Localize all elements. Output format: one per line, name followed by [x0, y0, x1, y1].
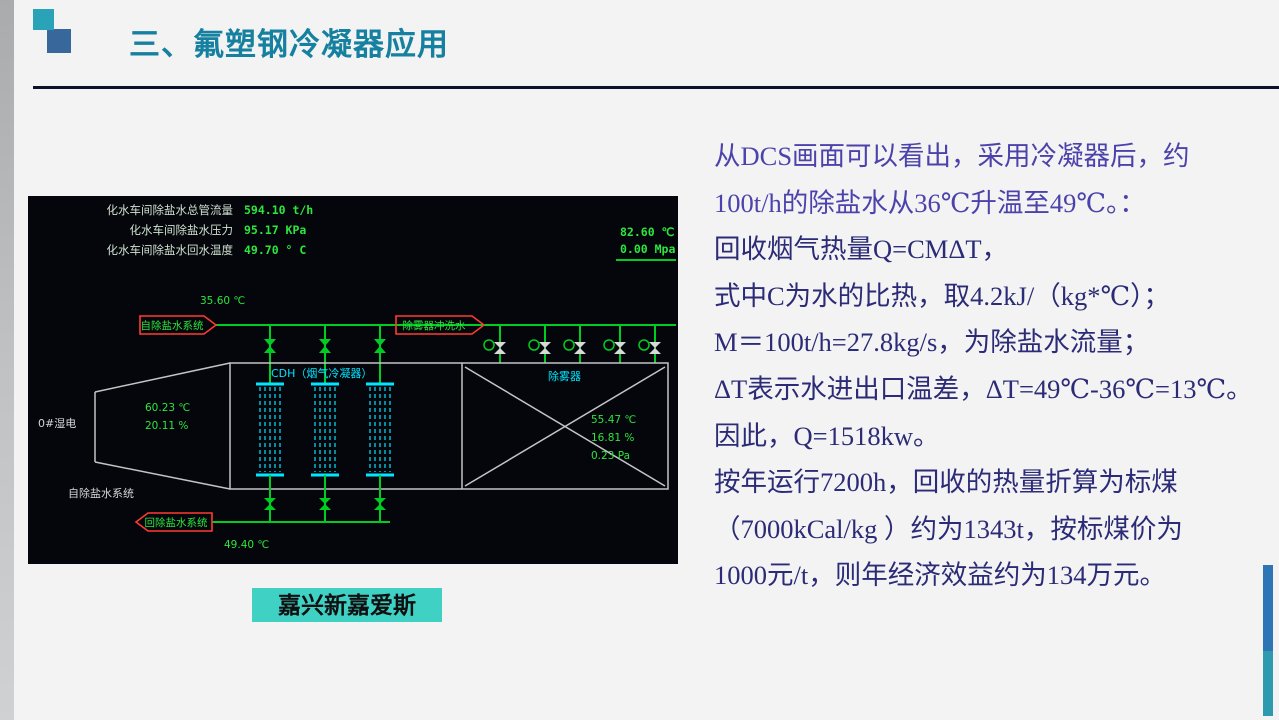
- dcs-top-readings: 化水车间除盐水总管流量 594.10 t/h 化水车间除盐水压力 95.17 K…: [107, 203, 314, 257]
- flow-label: 化水车间除盐水总管流量: [107, 203, 234, 217]
- valve-icon: [264, 498, 276, 510]
- inlet-temp: 35.60 ℃: [200, 295, 245, 307]
- return-arrow-box: [134, 512, 213, 532]
- pressure-value: 95.17 KPa: [244, 223, 306, 237]
- motor-icon: [483, 339, 495, 351]
- outlet-pressure: 0.00 Mpa: [620, 242, 675, 256]
- left-edge-strip: [0, 0, 14, 720]
- tube-bundles: [256, 382, 394, 477]
- right-edge-bar-teal: [1263, 651, 1273, 716]
- inlet-arrow-label: 自除盐水系统: [141, 319, 204, 332]
- dcs-screenshot: 化水车间除盐水总管流量 594.10 t/h 化水车间除盐水压力 95.17 K…: [28, 196, 678, 564]
- analysis-line: 因此，Q=1518kw。: [714, 420, 940, 451]
- return-arrow-label: 回除盐水系统: [145, 516, 208, 529]
- left-temp: 60.23 ℃: [145, 402, 190, 414]
- motor-icon: [528, 339, 540, 351]
- motor-icon: [638, 339, 650, 351]
- flush-arrow-box: [395, 315, 486, 335]
- header-divider: [33, 86, 1279, 89]
- valve-icon: [319, 339, 331, 353]
- left-humidity: 20.11 %: [145, 420, 188, 432]
- demister-flush-valves: [483, 325, 661, 363]
- return-temp-value: 49.70 ° C: [244, 243, 306, 257]
- flow-value: 594.10 t/h: [244, 203, 313, 217]
- flush-arrow-label: 除雾器冲洗水: [403, 319, 466, 332]
- analysis-line: 从DCS画面可以看出，采用冷凝器后，约: [714, 141, 1190, 171]
- condenser-label: CDH（烟气冷凝器）: [271, 366, 372, 380]
- valve-icon: [539, 342, 551, 354]
- motor-icon: [563, 339, 575, 351]
- valve-icon: [264, 339, 276, 353]
- analysis-line: ΔT表示水进出口温差，ΔT=49℃-36℃=13℃。: [714, 373, 1253, 404]
- analysis-line: 100t/h的除盐水从36℃升温至49℃。：: [714, 187, 1146, 218]
- analysis-line: 回收烟气热量Q=CMΔT，: [714, 234, 1009, 265]
- decor-square-teal: [33, 9, 54, 30]
- condenser-feed-valves: [264, 325, 386, 384]
- valve-icon: [374, 498, 386, 510]
- valve-icon: [574, 342, 586, 354]
- analysis-line: 1000元/t，则年经济效益约为134万元。: [714, 560, 1166, 591]
- motor-icon: [603, 339, 615, 351]
- analysis-line: 式中C为水的比热，取4.2kJ/（kg*℃）；: [714, 280, 1170, 311]
- demister-cross: [464, 366, 666, 487]
- analysis-text-block: 从DCS画面可以看出，采用冷凝器后，约 100t/h的除盐水从36℃升温至49℃…: [714, 133, 1266, 599]
- slide-title: 三、氟塑钢冷凝器应用: [129, 27, 449, 62]
- bottom-system-label: 自除盐水系统: [68, 486, 134, 500]
- valve-icon: [319, 498, 331, 510]
- right-humidity: 16.81 %: [591, 432, 634, 444]
- valve-icon: [494, 342, 506, 354]
- return-water-temp: 49.40 ℃: [224, 539, 269, 551]
- decor-square-blue: [47, 29, 71, 53]
- analysis-line: M＝100t/h=27.8kg/s，为除盐水流量；: [714, 327, 1150, 358]
- drain-valves: [212, 475, 390, 523]
- caption-badge: 嘉兴新嘉爱斯: [252, 588, 442, 622]
- return-temp-label: 化水车间除盐水回水温度: [107, 243, 234, 257]
- valve-icon: [374, 339, 386, 353]
- inlet-arrow-box: [139, 315, 218, 335]
- analysis-line: 按年运行7200h，回收的热量折算为标煤: [714, 467, 1178, 498]
- wet-esp-label: 0#湿电: [38, 417, 76, 430]
- vessel-outline: [94, 362, 669, 490]
- analysis-line: （7000kCal/kg ）约为1343t，按标煤价为: [714, 513, 1183, 544]
- valve-icon: [614, 342, 626, 354]
- outlet-temp: 82.60 ℃: [620, 225, 675, 239]
- dcs-outlet-readings: 82.60 ℃ 0.00 Mpa: [616, 225, 676, 261]
- right-pressure: 0.23 Pa: [591, 450, 630, 462]
- valve-icon: [649, 342, 661, 354]
- pressure-label: 化水车间除盐水压力: [130, 223, 234, 237]
- dcs-diagram: 化水车间除盐水总管流量 594.10 t/h 化水车间除盐水压力 95.17 K…: [38, 203, 676, 551]
- right-edge-bar-blue: [1263, 565, 1273, 651]
- right-temp: 55.47 ℃: [591, 414, 636, 426]
- demister-label: 除雾器: [548, 369, 581, 383]
